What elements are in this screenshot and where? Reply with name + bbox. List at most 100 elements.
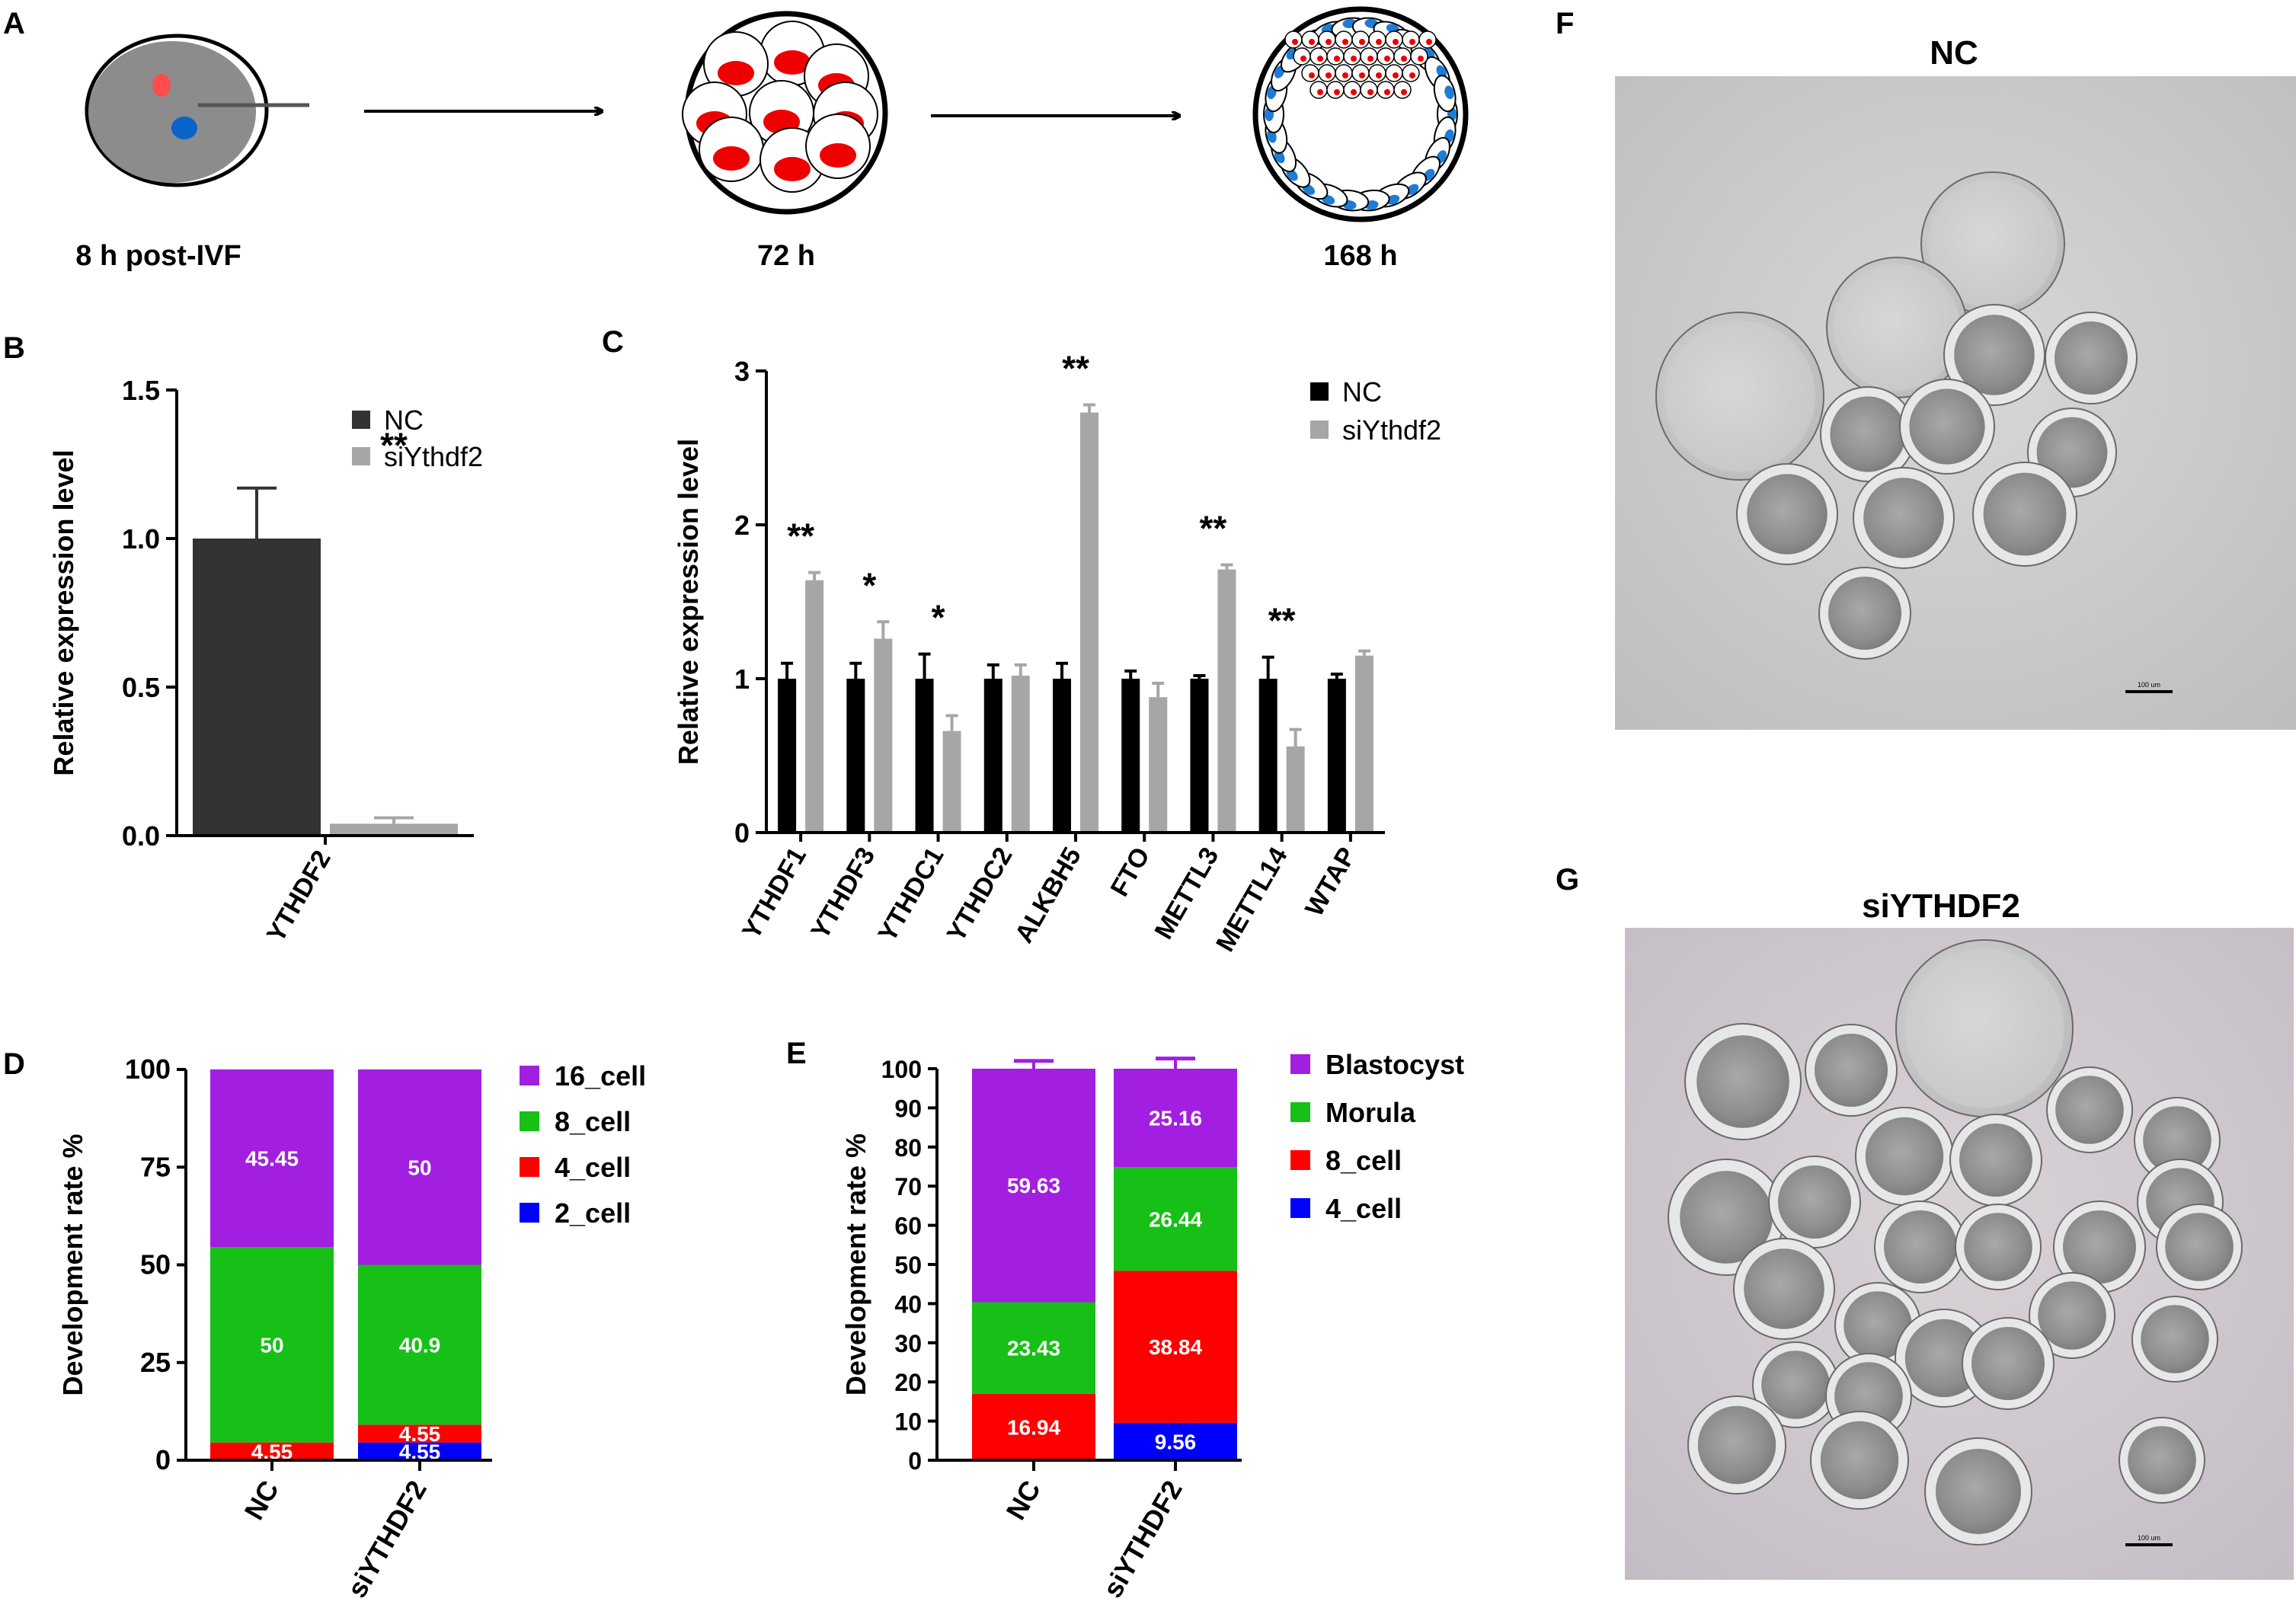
y-tick-label-d-50: 50 (140, 1249, 171, 1280)
bar-segment-e-8-cell-nc (972, 1393, 1095, 1460)
panel-letter-g: G (1556, 863, 1579, 897)
trophectoderm-nucleus (1444, 85, 1454, 100)
legend-label-e-blastocyst: Blastocyst (1325, 1049, 1464, 1080)
y-tick-label-e-90: 90 (894, 1095, 922, 1122)
x-tick-label-c-mettl3: METTL3 (1149, 842, 1224, 945)
bar-c-siythdf2-ythdf1 (805, 580, 824, 833)
data-label-e-4-cell-siythdf2: 9.56 (1155, 1430, 1197, 1453)
data-label-e-morula-nc: 23.43 (1007, 1337, 1060, 1360)
y-tick-label-c-0: 0 (734, 817, 750, 849)
pronucleus-blue (171, 117, 197, 139)
stage-label-8h: 8 h post-IVF (75, 240, 241, 272)
embryo-body (1863, 478, 1944, 558)
y-tick-label-b-1-0: 1.0 (122, 523, 160, 555)
data-label-d-8-cell-nc: 50 (260, 1333, 283, 1357)
embryo-body (1884, 1210, 1957, 1284)
legend-swatch-e-8-cell (1290, 1150, 1310, 1170)
scale-label-siythdf2: 100 um (2138, 1534, 2160, 1542)
panel-letter-e: E (786, 1037, 807, 1070)
x-tick-label-c-mettl14: METTL14 (1210, 842, 1293, 957)
x-tick-label-c-ythdc1: YTHDC1 (873, 842, 950, 947)
x-tick-label-c-alkbh5: ALKBH5 (1009, 842, 1087, 948)
embryo-body (2036, 417, 2108, 488)
embryo-body (1844, 1291, 1912, 1360)
inner-cell-mass-nucleus (1418, 56, 1424, 62)
x-tick-label-b-ythdf2: YTHDF2 (261, 846, 337, 948)
y-tick-label-c-3: 3 (734, 356, 750, 387)
y-tick-label-e-50: 50 (894, 1252, 922, 1279)
y-tick-label-e-60: 60 (894, 1213, 922, 1240)
legend-swatch-b-siythdf2 (352, 447, 370, 465)
hatching-blastocyst-body (1904, 948, 2064, 1108)
embryo-body (1697, 1405, 1776, 1485)
legend-label-e-4-cell: 4_cell (1325, 1193, 1402, 1224)
legend-label-d-16-cell: 16_cell (555, 1060, 646, 1092)
bar-segment-d-8-cell-siythdf2 (358, 1264, 481, 1425)
x-tick-label-c-ythdf1: YTHDF1 (737, 842, 812, 945)
embryo-body (1820, 1421, 1899, 1500)
x-tick-label-d-nc: NC (238, 1475, 285, 1526)
inner-cell-mass-nucleus (1325, 39, 1332, 45)
blastomere-nucleus (774, 157, 811, 181)
inner-cell-mass-nucleus (1376, 72, 1382, 78)
embryo-body (1983, 472, 2067, 556)
bar-c-siythdf2-alkbh5 (1080, 412, 1098, 833)
bar-c-nc-ythdf3 (846, 679, 865, 833)
y-tick-label-d-100: 100 (125, 1053, 171, 1085)
legend-label-c-nc: NC (1342, 376, 1382, 408)
inner-cell-mass-nucleus (1342, 39, 1348, 45)
inner-cell-mass-nucleus (1409, 39, 1415, 45)
trophectoderm-nucleus (1436, 65, 1447, 78)
x-tick-label-d-siythdf2: siYTHDF2 (341, 1475, 433, 1603)
blastomere-nucleus (713, 146, 750, 171)
inner-cell-mass-nucleus (1334, 89, 1340, 95)
bar-segment-d-8-cell-nc (210, 1247, 334, 1443)
inner-cell-mass-nucleus (1351, 89, 1357, 95)
data-label-e-8-cell-siythdf2: 38.84 (1149, 1335, 1202, 1359)
bar-segment-e-4-cell-siythdf2 (1114, 1422, 1237, 1460)
bar-segment-e-morula-nc (972, 1302, 1095, 1394)
pronucleus-red (152, 74, 171, 97)
legend-label-d-8-cell: 8_cell (555, 1106, 631, 1137)
inner-cell-mass-nucleus (1359, 39, 1365, 45)
inner-cell-mass-nucleus (1393, 72, 1399, 78)
legend-label-d-4-cell: 4_cell (555, 1152, 631, 1183)
significance-c-ythdf1: ** (787, 516, 814, 556)
inner-cell-mass-nucleus (1334, 56, 1340, 62)
y-tick-label-e-100: 100 (881, 1056, 922, 1083)
embryo-body (1909, 388, 1985, 465)
inner-cell-mass-nucleus (1317, 89, 1323, 95)
y-tick-label-c-1: 1 (734, 663, 750, 695)
bar-c-nc-ythdc2 (983, 679, 1003, 833)
chart-d-development-72h: 4.555045.45NC4.554.5540.950siYTHDF202550… (57, 1053, 646, 1603)
x-tick-label-c-fto: FTO (1105, 842, 1156, 901)
bar-segment-e-blastocyst-siythdf2 (1114, 1069, 1237, 1168)
embryo-body (2143, 1106, 2211, 1175)
embryo-body (1964, 1213, 2032, 1281)
legend-swatch-e-morula (1290, 1102, 1310, 1122)
bar-segment-d-4-cell-nc (210, 1442, 334, 1460)
embryo-body (2141, 1305, 2209, 1373)
schematic-zygote (85, 34, 309, 187)
legend-swatch-e-blastocyst (1290, 1054, 1310, 1074)
legend-label-b-siythdf2: siYthdf2 (384, 441, 483, 472)
panel-letter-c: C (602, 325, 624, 359)
inner-cell-mass-nucleus (1393, 39, 1399, 45)
inner-cell-mass-nucleus (1342, 72, 1348, 78)
blastomere-nucleus (718, 61, 754, 85)
stage-label-72h: 72 h (757, 240, 815, 272)
schematic-morula (682, 11, 888, 215)
y-tick-label-d-25: 25 (140, 1347, 171, 1378)
y-tick-label-e-20: 20 (894, 1369, 922, 1396)
y-axis-title-d: Development rate % (57, 1133, 88, 1395)
embryo-body (1971, 1327, 2045, 1400)
x-tick-label-c-wtap: WTAP (1300, 842, 1362, 922)
legend-swatch-e-4-cell (1290, 1198, 1310, 1218)
image-title-nc: NC (1930, 34, 1978, 72)
legend-swatch-c-nc (1310, 382, 1329, 401)
legend-swatch-d-16-cell (520, 1066, 539, 1085)
bar-segment-e-blastocyst-nc (972, 1069, 1095, 1303)
bar-c-nc-fto (1121, 679, 1140, 833)
bar-segment-d-16-cell-siythdf2 (358, 1069, 481, 1265)
